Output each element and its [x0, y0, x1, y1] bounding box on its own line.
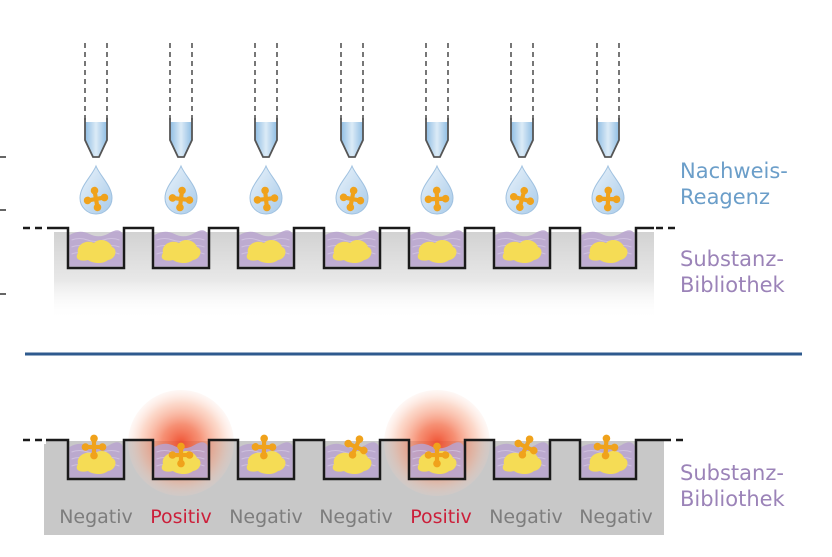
reagent-molecule: [83, 186, 109, 212]
reagent-molecule: [168, 442, 194, 468]
pipettes: [84, 43, 620, 158]
compound-blob: [332, 451, 372, 475]
reagent-molecule: [514, 435, 538, 459]
pipette-tip: [254, 43, 278, 158]
bottom-library-label-line2: Bibliothek: [680, 487, 785, 511]
reagent-molecule: [424, 186, 450, 212]
compound-blob: [161, 240, 201, 264]
reagent-molecule: [81, 434, 107, 460]
result-label-1: Negativ: [59, 506, 133, 528]
reagent-molecule: [168, 186, 194, 212]
reagent-molecule: [509, 186, 535, 212]
reagent-droplet: [79, 164, 113, 215]
pipette-tip: [169, 43, 193, 158]
reagent-label-line1: Nachweis-: [680, 159, 788, 183]
result-label-6: Negativ: [489, 506, 563, 528]
reagent-droplet: [164, 164, 198, 215]
top-library-label: Substanz- Bibliothek: [680, 246, 785, 298]
droplets: [79, 164, 625, 215]
reagent-molecule: [253, 186, 279, 212]
pipette-tip: [510, 43, 534, 158]
bottom-well-outline: [25, 438, 684, 481]
reagent-molecule: [593, 434, 619, 460]
compound-blob: [588, 451, 628, 475]
pipette-tip: [596, 43, 620, 158]
reagent-molecule: [251, 434, 277, 460]
top-library-label-line2: Bibliothek: [680, 273, 785, 297]
reagent-label: Nachweis- Reagenz: [680, 158, 788, 210]
reagent-molecule: [344, 435, 368, 459]
pipette-tip: [84, 43, 108, 158]
pipette-tip: [425, 43, 449, 158]
reagent-molecule: [424, 442, 450, 468]
reagent-molecule: [339, 186, 365, 212]
left-ticks: [0, 156, 6, 295]
reagent-droplet: [591, 164, 625, 215]
bottom-wells: [22, 434, 686, 481]
compound-blob: [417, 240, 457, 264]
bottom-library-label-line1: Substanz-: [680, 461, 784, 485]
top-well-outline: [25, 226, 672, 270]
reagent-droplet: [249, 164, 283, 215]
compound-blob: [502, 451, 542, 475]
compound-blob: [76, 451, 116, 475]
top-library-label-line1: Substanz-: [680, 247, 784, 271]
reagent-droplet: [335, 164, 369, 215]
result-label-3: Negativ: [229, 506, 303, 528]
compound-blob: [246, 451, 286, 475]
reagent-label-line2: Reagenz: [680, 185, 771, 209]
compound-blob: [588, 240, 628, 264]
result-label-2: Positiv: [150, 506, 212, 528]
compound-blob: [332, 240, 372, 264]
result-label-5: Positiv: [410, 506, 472, 528]
reagent-molecule: [595, 186, 621, 212]
bottom-library-label: Substanz- Bibliothek: [680, 460, 785, 512]
reagent-droplet: [505, 164, 539, 215]
pipette-tip: [340, 43, 364, 158]
reagent-droplet: [420, 164, 454, 215]
compound-blob: [76, 240, 116, 264]
top-wells: [22, 224, 678, 270]
compound-blob: [246, 240, 286, 264]
result-label-4: Negativ: [319, 506, 393, 528]
compound-blob: [502, 240, 542, 264]
result-label-7: Negativ: [579, 506, 653, 528]
